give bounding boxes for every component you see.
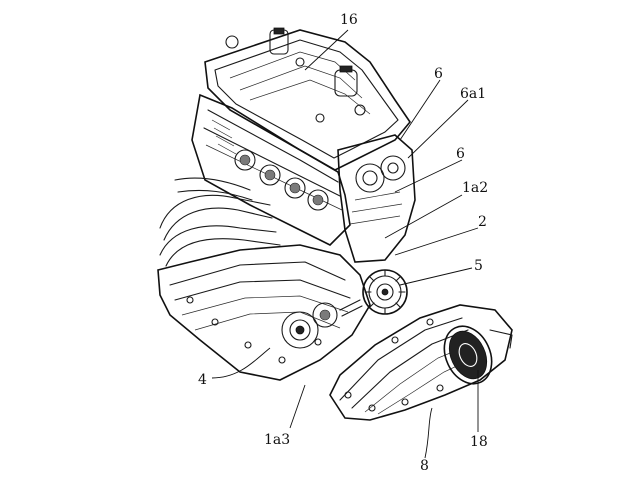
crankcase xyxy=(157,244,371,381)
label-1a3: 1a3 xyxy=(264,432,290,448)
leader-lines xyxy=(211,29,479,459)
label-16: 16 xyxy=(340,12,358,28)
drive-gear xyxy=(339,269,408,317)
starter-gear-cluster xyxy=(281,302,338,349)
label-1a2: 1a2 xyxy=(462,180,488,196)
label-6a1: 6a1 xyxy=(460,86,486,102)
label-5: 5 xyxy=(474,258,483,274)
label-8: 8 xyxy=(420,458,429,474)
label-2: 2 xyxy=(478,214,487,230)
cylinder-head-cover xyxy=(204,27,412,171)
label-6-top: 6 xyxy=(434,66,443,82)
pulley-cover xyxy=(443,325,513,385)
exhaust-pipes xyxy=(159,177,281,267)
label-6-mid: 6 xyxy=(456,146,465,162)
reference-labels: 16 6 6a1 6 1a2 2 5 4 1a3 8 18 xyxy=(198,12,488,474)
cylinder-head xyxy=(191,93,351,246)
label-18: 18 xyxy=(470,434,488,450)
timing-housing xyxy=(337,134,416,263)
label-4: 4 xyxy=(198,372,207,388)
